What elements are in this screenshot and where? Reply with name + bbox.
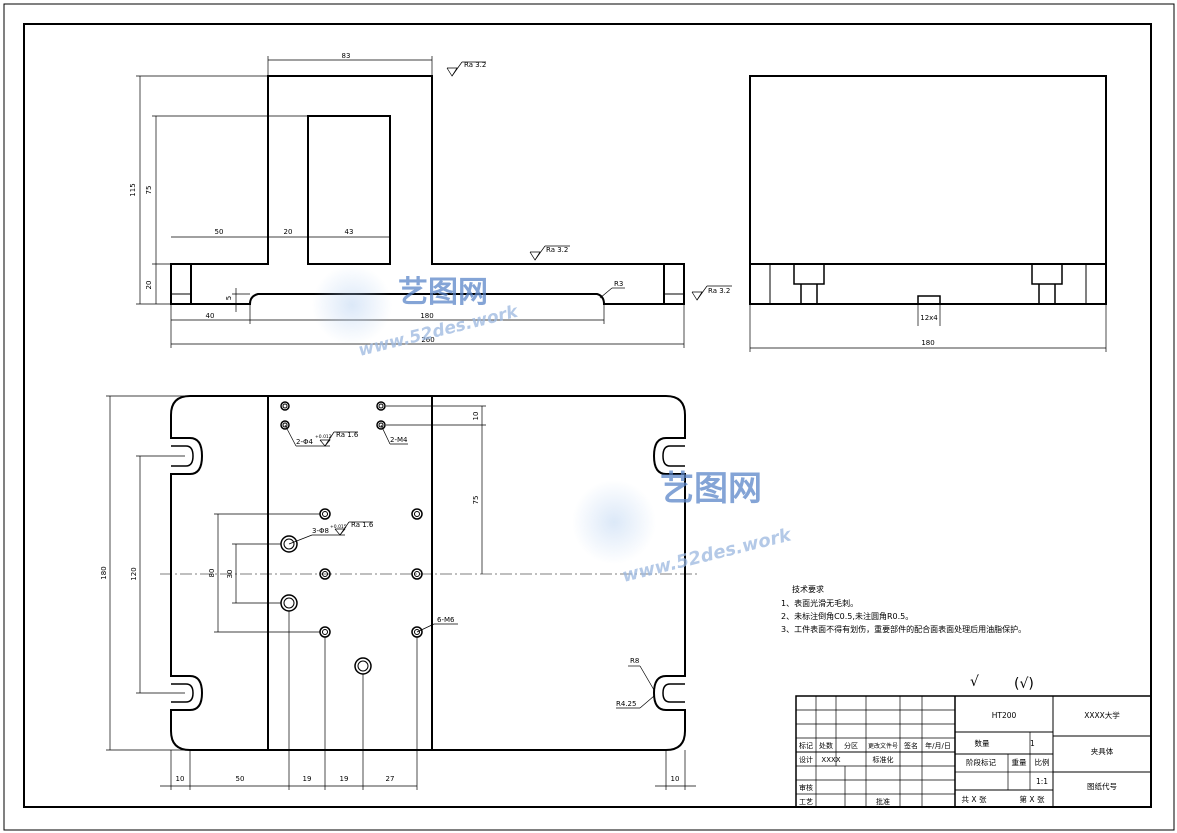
tb-approve-label: 批准 [876,797,890,806]
dim-5: 5 [225,296,233,300]
watermark-2: 艺图网 www.52des.work [572,469,794,587]
tb-material: HT200 [992,711,1017,720]
tb-scale-value: 1:1 [1036,777,1048,786]
top-dimensions [106,395,696,790]
dim-83: 83 [342,52,351,60]
tb-process-label: 工艺 [799,798,813,806]
dim-top-10: 10 [472,412,480,421]
dim-b4: 27 [386,775,395,783]
roughness-main: √ [970,674,979,690]
top-dim-texts: 180 120 80 30 75 10 2-Φ4 +0.012 Ra 1.6 2… [100,412,679,783]
dim-75: 75 [145,186,153,195]
dim-b3: 19 [340,775,349,783]
watermark-brand-2: 艺图网 [660,469,762,509]
tb-rev-mark: 标记 [799,741,813,750]
tol-bore: +0.015 [330,524,347,530]
tech-item-3: 3、工件表面不得有划伤，重要部件的配合面表面处理后用油脂保护。 [781,624,1026,634]
tb-rev-sign: 签名 [904,741,918,750]
tb-rev-zone: 分区 [844,741,858,750]
tb-design-value: XXXX [821,756,840,764]
dim-b1: 50 [236,775,245,783]
tech-requirements: 技术要求 1、表面光滑无毛刺。 2、未标注倒角C0.5,未注圆角R0.5。 3、… [781,584,1026,634]
tb-sheet-no: 第 X 张 [1020,794,1045,804]
tb-part-name: 夹具体 [1091,746,1114,756]
label-6m6: 6-M6 [437,616,455,624]
tb-weight-label: 重量 [1012,758,1028,767]
tb-rev-date: 年/月/日 [925,741,951,750]
front-dim-texts: 83 115 75 50 20 43 20 5 40 180 260 R3 Ra… [129,52,730,344]
front-dimensions [136,56,732,348]
label-bore-holes: 3-Φ8 [312,527,329,535]
tb-school: XXXX大学 [1084,710,1120,720]
dim-b2: 19 [303,775,312,783]
tb-stage-label: 阶段标记 [966,757,996,767]
tb-qty-label: 数量 [975,738,990,748]
inner-border [23,23,1152,808]
dim-top-75: 75 [472,496,480,505]
label-r425: R4.25 [616,700,636,708]
tech-item-2: 2、未标注倒角C0.5,未注圆角R0.5。 [781,611,913,621]
tb-design-label: 设计 [799,755,813,764]
ra-top: Ra 3.2 [464,61,486,69]
dim-40: 40 [206,312,215,320]
tb-qty-value: 1 [1030,739,1035,748]
front-view [170,75,685,305]
dim-50: 50 [215,228,224,236]
dim-115: 115 [129,183,137,196]
front-outline [170,75,685,305]
dim-top-80: 80 [208,569,216,578]
top-view [170,395,686,751]
tb-rev-doc: 更改文件号 [868,742,898,750]
ra-bore: Ra 1.6 [351,521,374,529]
tb-scale-label: 比例 [1035,757,1050,767]
dim-side-180: 180 [921,339,934,347]
watermark-1: 艺图网 www.52des.work [312,265,521,361]
dim-top-30: 30 [226,570,234,579]
tech-item-1: 1、表面光滑无毛刺。 [781,598,858,608]
front-slot [307,115,391,265]
dim-top-120: 120 [130,567,138,580]
tb-sheet-total: 共 X 张 [962,795,987,804]
tb-rev-count: 处数 [819,741,833,750]
label-r8: R8 [630,657,639,665]
side-view [749,75,1107,305]
dim-20: 20 [284,228,293,236]
title-block-texts: HT200 XXXX大学 夹具体 图纸代号 数量 1 阶段标记 重量 比例 1:… [799,710,1120,806]
side-dimensions [749,304,1107,352]
top-outline [170,395,686,751]
ra-right: Ra 3.2 [708,287,730,295]
label-2m4: 2-M4 [390,436,408,444]
dim-top-180: 180 [100,566,108,579]
ra-mid: Ra 3.2 [546,246,568,254]
roughness-others: (√) [1014,676,1034,692]
tb-drawing-code: 图纸代号 [1087,781,1117,791]
dim-43: 43 [345,228,354,236]
label-pin-holes: 2-Φ4 [296,438,313,446]
dim-b0: 10 [176,775,185,783]
tol-pin: +0.012 [315,434,332,440]
dim-b5: 10 [671,775,680,783]
watermark-brand: 艺图网 [398,275,488,310]
dim-260: 260 [421,336,434,344]
tech-title: 技术要求 [792,584,824,594]
title-block [795,695,1152,808]
dim-notch: 12x4 [920,314,938,322]
tb-check-label: 审核 [799,783,813,792]
tb-std-label: 标准化 [873,755,894,764]
dim-20b: 20 [145,281,153,290]
outer-border [3,3,1175,831]
dim-180: 180 [420,312,433,320]
dim-r3: R3 [614,280,623,288]
ra-pin: Ra 1.6 [336,431,359,439]
